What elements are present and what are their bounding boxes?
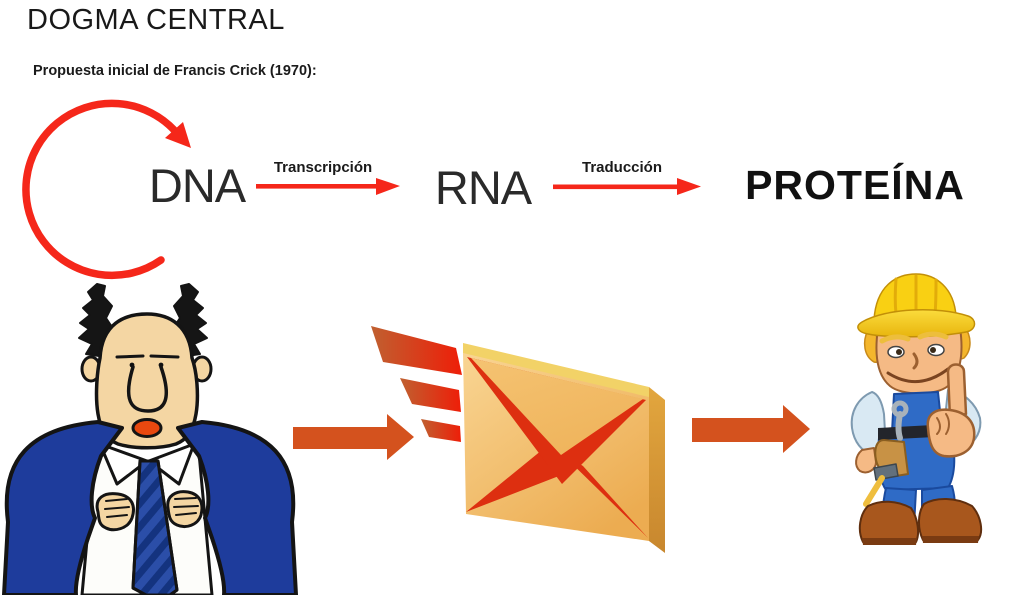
boss-tie-stripes <box>131 459 179 595</box>
envelope-red-diagonal-left <box>466 450 564 512</box>
worker-pupil-right <box>930 347 936 353</box>
envelope-top-edge <box>463 343 649 399</box>
envelope-side-depth <box>649 387 665 553</box>
boss-hand-left-fingers <box>104 498 130 518</box>
boss-hand-right <box>166 490 204 529</box>
translation-label: Traducción <box>581 159 663 176</box>
thumbs-up-hand-icon <box>926 363 976 458</box>
flow-arrow-left-shape <box>293 414 414 460</box>
boss-collar-right <box>147 442 196 486</box>
transcription-arrowhead-icon <box>376 178 400 195</box>
envelope-red-diagonal-right <box>558 450 648 538</box>
rna-label: RNA <box>434 161 532 214</box>
boss-jacket-left <box>2 420 124 595</box>
envelope-icon <box>463 343 665 553</box>
worker-left-hand <box>855 447 877 474</box>
self-replication-arrowhead-icon <box>165 122 191 148</box>
boss-eyebrows <box>115 354 180 359</box>
speed-lines-icon <box>371 326 462 442</box>
wrench-head-icon <box>891 400 909 418</box>
hammer-handle-icon <box>863 475 885 507</box>
boss-nose <box>126 365 169 413</box>
boss-collar-left <box>98 442 149 486</box>
translation-arrowhead-icon <box>677 178 701 195</box>
worker-boots <box>858 498 983 545</box>
transcription-arrow-shaft <box>256 184 377 189</box>
dna-label: DNA <box>148 159 246 212</box>
worker-smile <box>886 367 950 384</box>
flow-arrow-right <box>692 405 810 453</box>
flow-arrow-right-shape <box>692 405 810 453</box>
worker-nose <box>912 352 919 370</box>
worker-eyebrows <box>879 331 949 344</box>
worker-cartoon-illustration <box>850 273 983 545</box>
speed-line-middle <box>400 378 461 412</box>
transcription-label: Transcripción <box>273 159 373 176</box>
boss-mouth <box>131 418 163 438</box>
envelope-illustration <box>371 326 665 553</box>
flow-arrow-left <box>293 414 414 460</box>
translation-arrow <box>553 178 701 195</box>
page-subtitle: Propuesta inicial de Francis Crick (1970… <box>33 63 317 79</box>
self-replication-arrow <box>22 99 191 280</box>
worker-pupil-left <box>896 349 902 355</box>
speed-line-top <box>371 326 462 375</box>
protein-label: PROTEÍNA <box>745 162 965 208</box>
envelope-flap <box>471 358 643 455</box>
wrench-icon <box>895 411 903 441</box>
boss-cartoon-illustration <box>2 283 298 595</box>
boss-jacket-right <box>176 420 298 595</box>
boss-hand-right-fingers <box>173 497 199 516</box>
self-replication-arc <box>22 99 180 280</box>
boss-hand-left <box>95 492 135 532</box>
transcription-arrow <box>256 178 400 195</box>
page-title: DOGMA CENTRAL <box>27 4 285 36</box>
worker-left-sleeve <box>850 391 887 455</box>
speed-line-bottom <box>421 419 461 442</box>
hard-hat-icon <box>857 273 976 338</box>
translation-arrow-shaft <box>553 184 678 190</box>
